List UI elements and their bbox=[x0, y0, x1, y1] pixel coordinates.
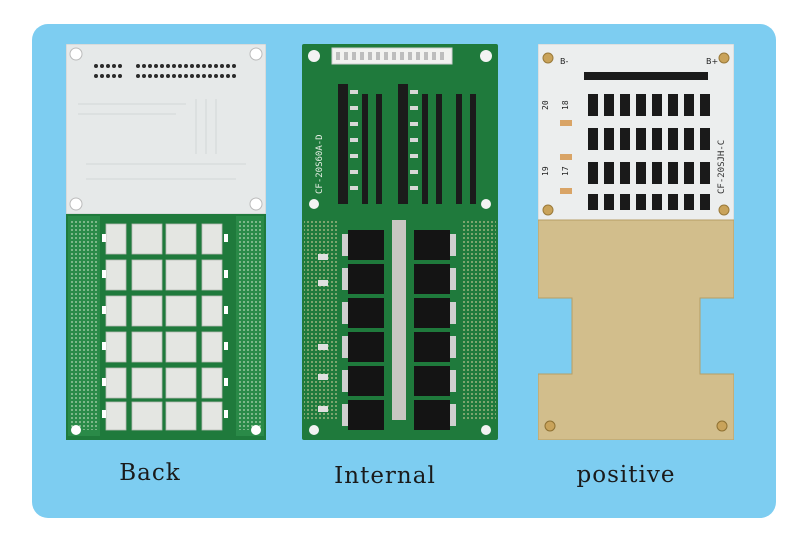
cell-label-19: 19 bbox=[541, 166, 550, 176]
caption-back: Back bbox=[119, 460, 181, 486]
cell-label-20: 20 bbox=[541, 100, 550, 110]
cell-label-18: 18 bbox=[561, 100, 570, 110]
terminal-label-b-plus: B+ bbox=[706, 57, 718, 66]
caption-internal: Internal bbox=[334, 463, 436, 489]
internal-board-photo: CF-20S60A-D bbox=[302, 44, 498, 440]
positive-board-marking: CF-20SJH-C bbox=[717, 140, 727, 194]
internal-board-marking: CF-20S60A-D bbox=[315, 134, 325, 194]
positive-board-photo: B- B+ 20 18 19 17 CF-20SJH-C bbox=[538, 44, 734, 440]
cell-label-17: 17 bbox=[561, 166, 570, 176]
terminal-label-b-minus: B- bbox=[560, 57, 568, 66]
caption-positive: positive bbox=[576, 462, 676, 488]
back-board-photo bbox=[66, 44, 266, 440]
